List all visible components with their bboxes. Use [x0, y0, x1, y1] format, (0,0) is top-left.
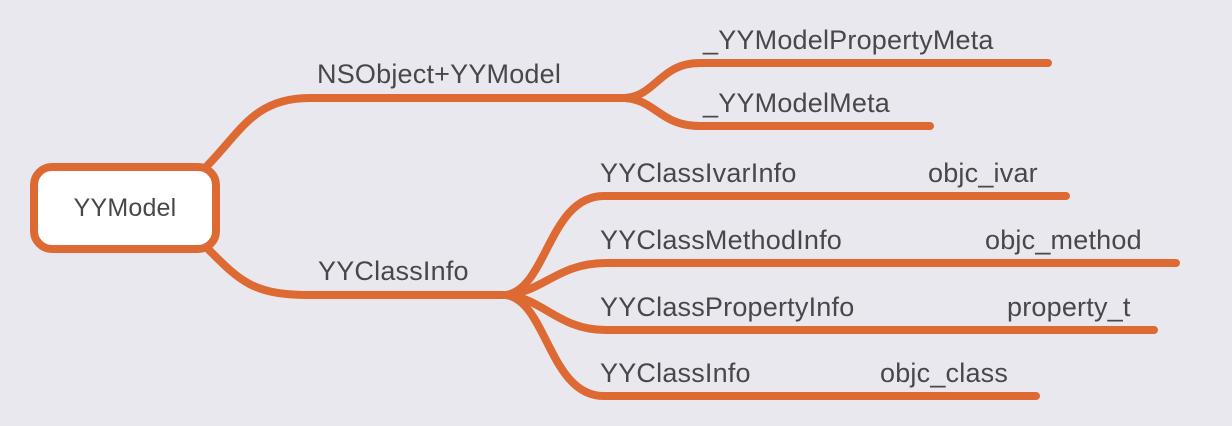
connector-root-to-branch-nsobject: [199, 94, 629, 174]
connector-nsobject-to-yymodelmeta: [621, 94, 934, 130]
node-yyclassinfo-leaf[interactable]: YYClassInfo: [600, 358, 751, 388]
node-yymodelpropertymeta[interactable]: _YYModelPropertyMeta: [703, 25, 994, 55]
annotation-objc-class[interactable]: objc_class: [880, 358, 1009, 388]
connector-root-to-branch-yyclassinfo: [201, 242, 510, 299]
root-node[interactable]: YYModel: [30, 163, 220, 253]
node-yymodelmeta[interactable]: _YYModelMeta: [703, 88, 890, 118]
node-yyclassivarinfo[interactable]: YYClassIvarInfo: [600, 158, 797, 188]
annotation-objc-ivar[interactable]: objc_ivar: [928, 158, 1038, 188]
node-yyclassmethodinfo[interactable]: YYClassMethodInfo: [600, 225, 843, 255]
node-yyclassinfo-branch[interactable]: YYClassInfo: [318, 256, 469, 286]
node-yyclasspropertyinfo[interactable]: YYClassPropertyInfo: [600, 292, 855, 322]
connector-yyclassinfo-to-classinfo: [502, 291, 1040, 400]
annotation-objc-method[interactable]: objc_method: [985, 225, 1142, 255]
connector-yyclassinfo-to-methodinfo: [502, 259, 1180, 299]
annotation-property-t[interactable]: property_t: [1007, 292, 1131, 322]
node-nsobject-yymodel[interactable]: NSObject+YYModel: [317, 59, 562, 89]
root-node-label: YYModel: [73, 193, 177, 222]
